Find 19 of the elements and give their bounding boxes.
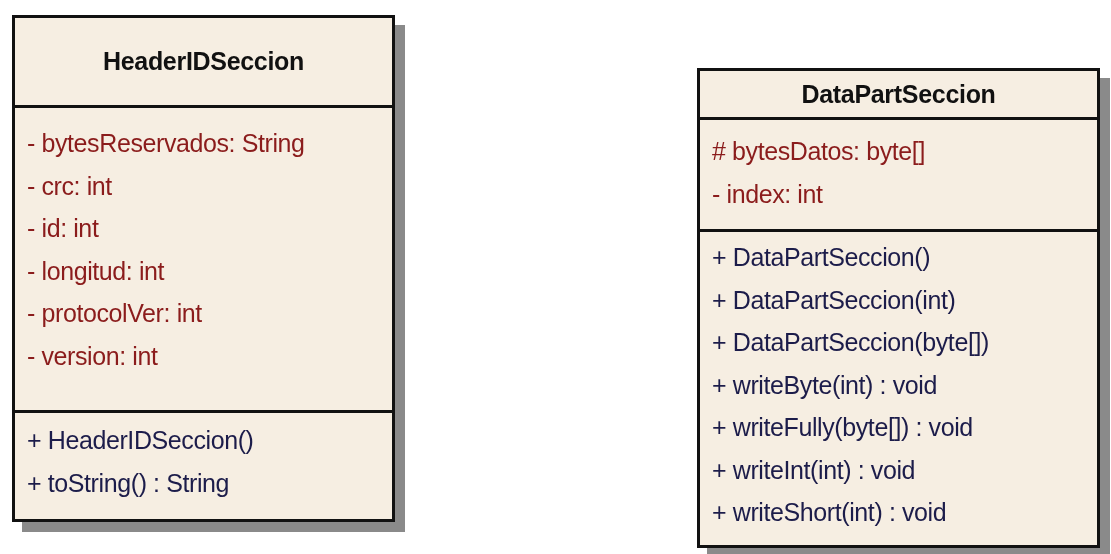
- class-member: + writeShort(int) : void: [712, 497, 948, 528]
- class-name: HeaderIDSeccion: [101, 46, 306, 77]
- class-member: + writeFully(byte[]) : void: [712, 412, 974, 443]
- class-member: - bytesReservados: String: [27, 128, 306, 159]
- class-member: + DataPartSeccion(): [712, 242, 932, 273]
- class-member: - id: int: [27, 213, 100, 244]
- class-member: + writeByte(int) : void: [712, 369, 938, 401]
- class-member: + writeInt(int) : void: [712, 454, 917, 486]
- class-member: - crc: int: [27, 170, 113, 202]
- class-member: + DataPartSeccion(byte[]): [712, 327, 990, 358]
- class-member: - longitud: int: [27, 255, 166, 287]
- class-name: DataPartSeccion: [800, 78, 997, 110]
- class-member: - version: int: [27, 340, 159, 372]
- class-member: + toString() : String: [27, 467, 231, 499]
- class-member: - index: int: [712, 178, 824, 210]
- class-member: + DataPartSeccion(int): [712, 284, 957, 316]
- class-member: # bytesDatos: byte[]: [712, 136, 926, 167]
- class-member: + HeaderIDSeccion(): [27, 425, 255, 456]
- class-member: - protocolVer: int: [27, 298, 203, 329]
